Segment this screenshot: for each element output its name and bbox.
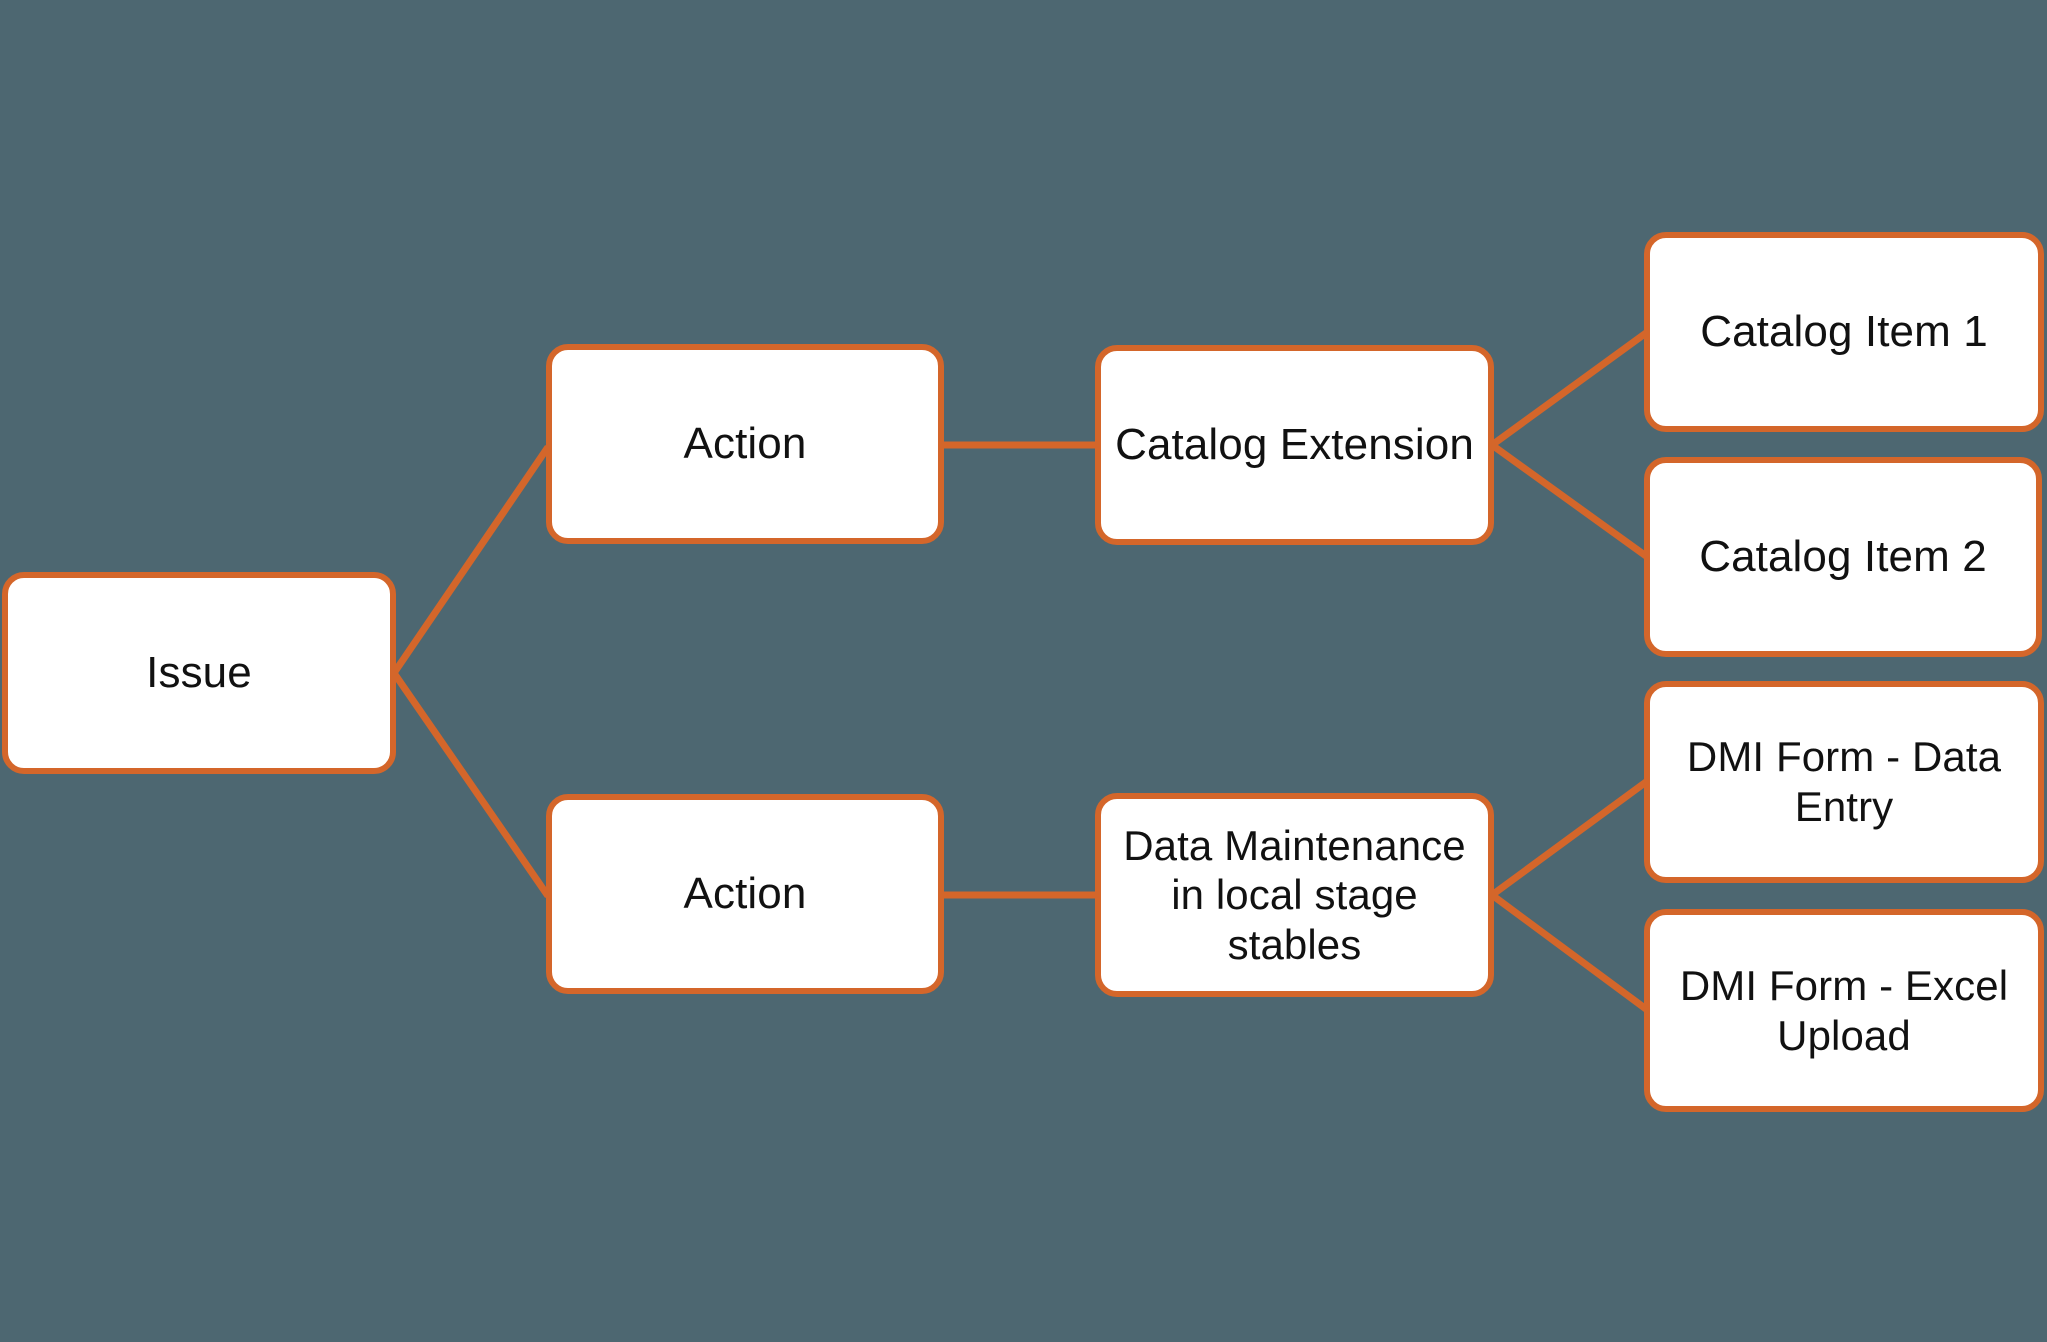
edge-issue-to-action-1	[391, 445, 551, 675]
node-dmi-form-excel-upload-label: DMI Form - Excel Upload	[1679, 961, 2009, 1059]
node-issue-label: Issue	[146, 648, 252, 698]
node-catalog-extension-label: Catalog Extension	[1115, 420, 1474, 470]
edge-data-maintenance-to-dmi-form-data-entry	[1489, 779, 1649, 898]
node-catalog-extension[interactable]: Catalog Extension	[1095, 345, 1494, 545]
edge-catalog-extension-to-catalog-item-2	[1489, 442, 1649, 559]
node-issue[interactable]: Issue	[2, 572, 396, 774]
node-action-2-label: Action	[683, 869, 807, 919]
node-catalog-item-1-label: Catalog Item 1	[1700, 307, 1988, 357]
node-action-1[interactable]: Action	[546, 344, 944, 544]
node-catalog-item-1[interactable]: Catalog Item 1	[1644, 232, 2044, 432]
node-dmi-form-excel-upload[interactable]: DMI Form - Excel Upload	[1644, 909, 2044, 1112]
node-action-2[interactable]: Action	[546, 794, 944, 994]
node-action-1-label: Action	[683, 419, 807, 469]
node-catalog-item-2[interactable]: Catalog Item 2	[1644, 457, 2042, 657]
edge-issue-to-action-2	[391, 671, 551, 898]
node-data-maintenance-label: Data Maintenance in local stage stables	[1123, 821, 1466, 968]
node-data-maintenance[interactable]: Data Maintenance in local stage stables	[1095, 793, 1494, 997]
node-dmi-form-data-entry-label: DMI Form - Data Entry	[1686, 733, 2002, 830]
node-catalog-item-2-label: Catalog Item 2	[1699, 532, 1987, 582]
edge-catalog-extension-to-catalog-item-1	[1489, 330, 1649, 448]
node-dmi-form-data-entry[interactable]: DMI Form - Data Entry	[1644, 681, 2044, 883]
edge-data-maintenance-to-dmi-form-excel-upload	[1489, 892, 1649, 1012]
